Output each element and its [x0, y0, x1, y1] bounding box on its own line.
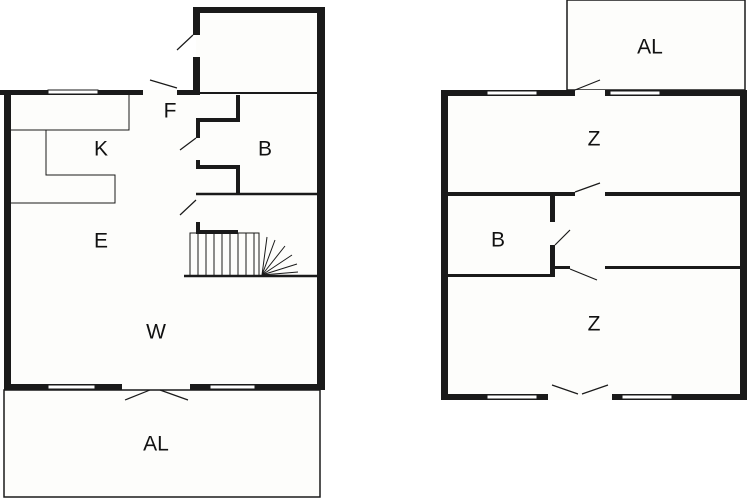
window	[609, 90, 661, 96]
room-label-dining: E	[94, 230, 108, 253]
staircase	[189, 232, 299, 277]
window	[486, 394, 538, 400]
wall	[605, 90, 747, 96]
storage-room-area	[196, 10, 321, 94]
window	[47, 384, 96, 390]
wall	[448, 192, 575, 196]
wall	[190, 384, 325, 390]
balcony-upper	[566, 0, 746, 91]
window	[47, 89, 99, 95]
room-label-bedroom: Z	[588, 313, 601, 336]
wall	[612, 394, 747, 400]
room-label-bathroom: B	[258, 138, 272, 161]
wall	[441, 90, 448, 400]
ground-floor-area	[4, 90, 324, 390]
wall	[448, 274, 555, 277]
wall	[193, 7, 325, 13]
upper-floor-area	[441, 90, 747, 400]
balcony-ground	[3, 389, 321, 498]
wall	[740, 90, 747, 400]
room-label-bathroom: B	[491, 229, 505, 252]
wall	[193, 7, 200, 35]
wall	[193, 57, 200, 95]
room-label-hall: F	[164, 100, 177, 123]
window	[209, 384, 256, 390]
upper-floor-plan: AL Z B Z	[441, 0, 747, 400]
wall	[177, 90, 200, 95]
wall	[550, 192, 555, 222]
ground-floor-plan: F K B E W AL	[0, 7, 325, 498]
room-label-bedroom: Z	[588, 128, 601, 151]
room-label-balcony: AL	[143, 433, 169, 456]
wall	[550, 245, 555, 277]
wall	[555, 266, 570, 269]
room-label-balcony: AL	[637, 36, 663, 59]
room-label-living: W	[146, 321, 166, 344]
window	[486, 90, 538, 96]
wall	[605, 192, 740, 196]
wall	[317, 7, 325, 390]
room-label-kitchen: K	[94, 138, 108, 161]
wall	[605, 266, 740, 269]
wall	[4, 90, 11, 390]
window	[621, 394, 673, 400]
